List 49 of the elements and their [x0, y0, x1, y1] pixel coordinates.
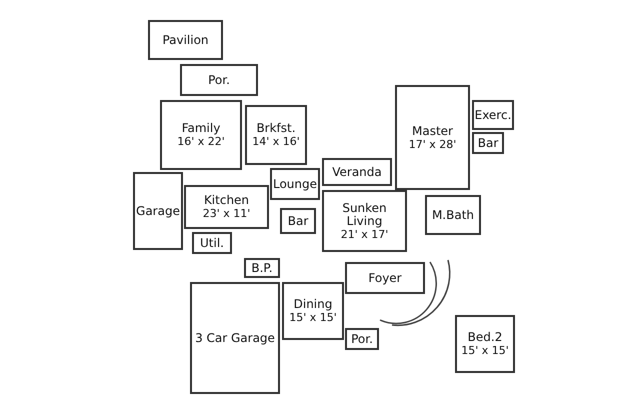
room-name: Bar	[478, 136, 498, 150]
room-name: Master	[412, 124, 453, 138]
room-area	[345, 262, 425, 294]
room-name: Util.	[200, 236, 224, 250]
room-area	[455, 315, 515, 373]
room-name: Por.	[208, 74, 230, 86]
room-dimensions: 21' x 17'	[340, 228, 388, 240]
room-area	[322, 158, 392, 186]
room-name: M.Bath	[432, 208, 474, 222]
room-area	[148, 20, 223, 60]
room-area	[184, 185, 269, 229]
room-dimensions: 16' x 22'	[177, 135, 225, 148]
room-name: Lounge	[272, 178, 318, 190]
room-name: Bar	[288, 214, 308, 228]
room-name: Kitchen	[204, 194, 250, 207]
room-area	[245, 105, 307, 165]
room-name: Foyer	[368, 272, 402, 284]
room-name: Brkfst.	[256, 122, 296, 135]
room-name: Por.	[351, 332, 373, 346]
room-area	[280, 208, 316, 234]
room-area	[180, 64, 258, 96]
room-dimensions: 15' x 15'	[461, 344, 509, 357]
room-name: Family	[182, 122, 220, 135]
room-area	[425, 195, 481, 235]
room-area	[270, 168, 320, 200]
room-area	[190, 282, 280, 394]
room-area	[160, 100, 242, 170]
room-area	[345, 328, 379, 350]
room-name: Exerc.	[474, 108, 512, 122]
room-area	[282, 282, 344, 340]
room-area	[133, 172, 183, 250]
room-area	[395, 85, 470, 190]
room-area	[472, 100, 514, 130]
room-name: B.P.	[251, 262, 273, 274]
room-name: 3 Car Garage	[195, 332, 275, 344]
room-area	[244, 258, 280, 278]
room-name: Pavilion	[162, 34, 209, 46]
room-name: Bed.2	[468, 331, 502, 344]
room-name: Dining	[294, 298, 332, 311]
room-name: Veranda	[332, 166, 382, 178]
room-area	[322, 190, 407, 252]
room-name: Garage	[136, 204, 180, 218]
room-area	[192, 232, 232, 254]
room-dimensions: 23' x 11'	[202, 207, 250, 220]
room-name: Sunken Living	[341, 202, 388, 228]
room-dimensions: 15' x 15'	[289, 311, 337, 324]
room-dimensions: 14' x 16'	[252, 135, 300, 148]
room-area	[472, 132, 504, 154]
room-dimensions: 17' x 28'	[408, 138, 456, 150]
